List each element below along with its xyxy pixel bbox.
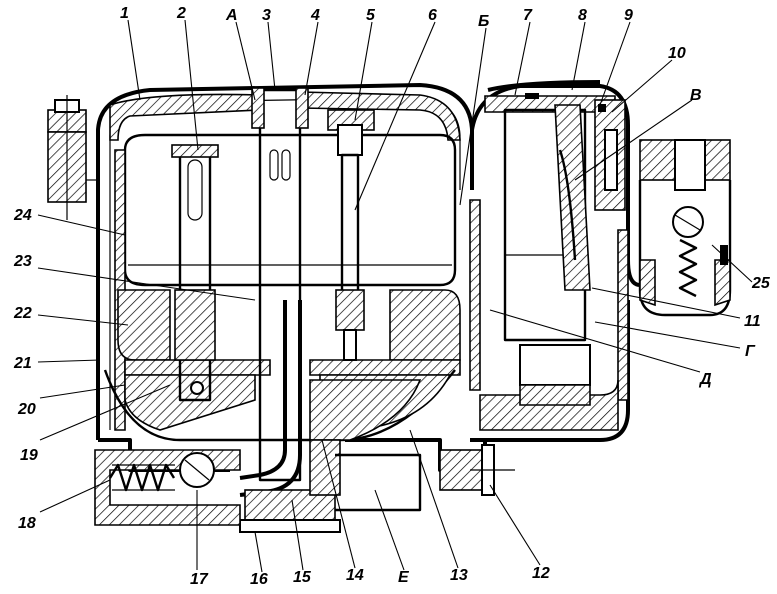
label-4: 4	[310, 7, 320, 24]
label-23: 23	[13, 253, 32, 270]
label-d: Д	[698, 371, 712, 388]
label-19: 19	[20, 447, 38, 464]
central-tubes	[171, 87, 375, 497]
label-7: 7	[523, 7, 533, 24]
label-6: 6	[428, 7, 437, 24]
label-10: 10	[668, 45, 686, 62]
label-16: 16	[250, 571, 268, 588]
label-g: Г	[745, 343, 756, 360]
left-chamber	[103, 133, 461, 442]
label-1: 1	[120, 5, 129, 22]
label-5: 5	[366, 7, 376, 24]
label-a: А	[225, 7, 238, 24]
label-11: 11	[744, 313, 761, 330]
bottom-section	[94, 379, 515, 533]
label-e: Е	[398, 569, 410, 586]
label-22: 22	[13, 305, 32, 322]
label-v: В	[690, 87, 702, 104]
label-13: 13	[450, 567, 468, 584]
label-12: 12	[532, 565, 550, 582]
label-3: 3	[262, 7, 271, 24]
label-9: 9	[624, 7, 633, 24]
callout-labels: 1 2 А 3 4 5 6 Б 7 8 9 10 В 24 23 22 21 2…	[13, 5, 771, 588]
label-14: 14	[346, 567, 364, 584]
label-b: Б	[478, 13, 489, 30]
left-bolt	[47, 95, 98, 220]
label-21: 21	[13, 355, 32, 372]
label-18: 18	[18, 515, 36, 532]
label-25: 25	[751, 275, 771, 292]
label-15: 15	[293, 569, 312, 586]
outer-housing	[96, 83, 641, 472]
label-8: 8	[578, 7, 587, 24]
label-20: 20	[17, 401, 36, 418]
label-2: 2	[176, 5, 186, 22]
leader-lines	[37, 19, 753, 573]
label-24: 24	[13, 207, 32, 224]
label-17: 17	[190, 571, 209, 588]
right-chamber	[484, 80, 732, 406]
